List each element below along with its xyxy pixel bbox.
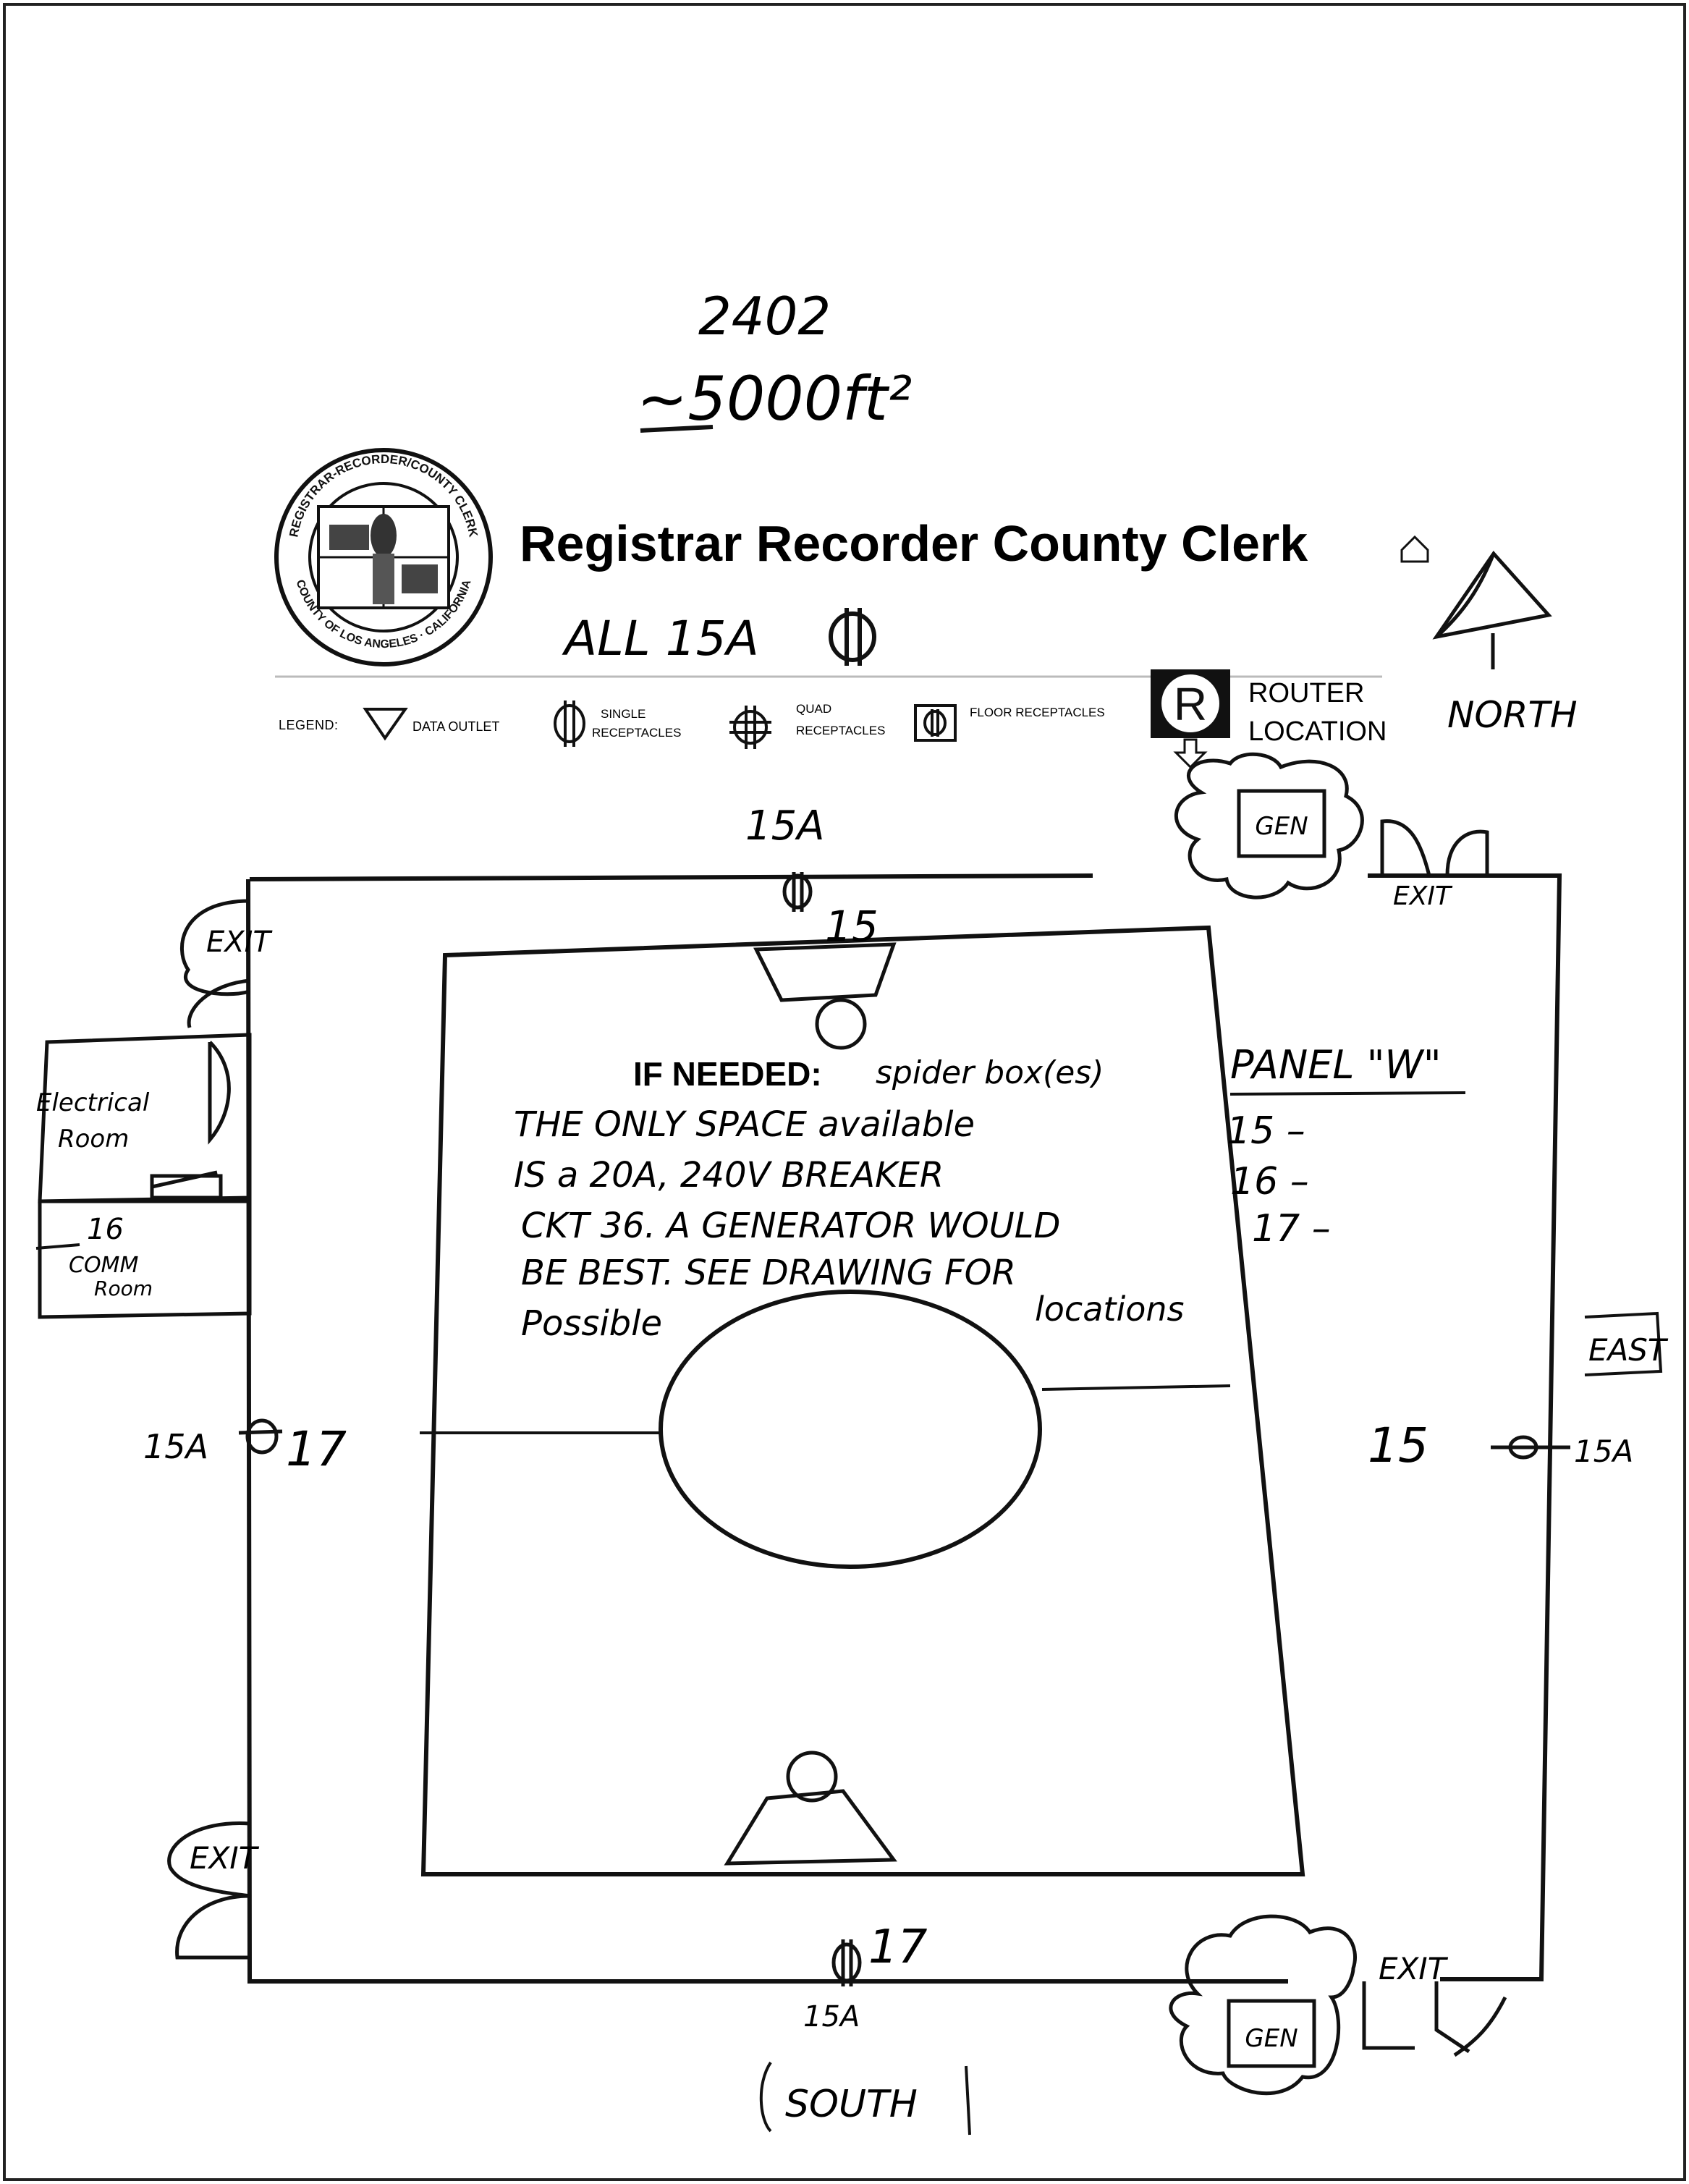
svg-text:RECEPTACLES: RECEPTACLES xyxy=(796,724,885,737)
south-label-box xyxy=(759,2061,971,2136)
note-line-3: CKT 36. A GENERATOR WOULD xyxy=(521,1206,1061,1246)
room-number-note: 2402 xyxy=(698,286,831,347)
page-border xyxy=(3,3,1686,2181)
east-label: EAST xyxy=(1588,1332,1669,1368)
top-receptacle-icon xyxy=(782,872,813,912)
exit-label-top-right: EXIT xyxy=(1393,881,1453,911)
right-amps-label: 15A xyxy=(1574,1434,1633,1469)
generator-top xyxy=(1174,752,1364,900)
page-title: Registrar Recorder County Clerk xyxy=(520,515,1308,572)
comm-room-label-2: Room xyxy=(94,1277,153,1300)
panel-row-17: 17 – xyxy=(1252,1207,1331,1250)
top-fixture xyxy=(753,942,897,1050)
bottom-fixture xyxy=(724,1751,897,1866)
right-circuit-label: 15 xyxy=(1368,1418,1428,1473)
exit-door-top-right xyxy=(1380,819,1489,876)
bottom-circuit-label: 17 xyxy=(868,1921,928,1974)
single-receptacle-icon xyxy=(829,608,876,666)
generator-top-label: GEN xyxy=(1255,812,1308,841)
svg-text:SINGLE: SINGLE xyxy=(601,707,645,721)
note-line-1: THE ONLY SPACE available xyxy=(514,1104,975,1145)
router-location-icon: R xyxy=(1151,669,1230,769)
exit-label-bottom-left: EXIT xyxy=(190,1840,260,1876)
floor-receptacle-legend-icon xyxy=(914,704,957,742)
legend: LEGEND: DATA OUTLET SINGLE RECEPTACLES Q… xyxy=(279,669,1387,769)
svg-text:R: R xyxy=(1174,678,1207,730)
home-icon xyxy=(1400,535,1429,563)
generator-bottom-label: GEN xyxy=(1245,2024,1298,2053)
panel-row-16: 16 – xyxy=(1230,1160,1309,1203)
right-receptacle-icon xyxy=(1491,1435,1570,1460)
comm-room-label-1: COMM xyxy=(69,1253,138,1278)
bottom-receptacle-icon xyxy=(831,1939,862,1986)
north-label: NORTH xyxy=(1447,694,1578,736)
top-amps-label: 15A xyxy=(745,803,825,850)
inner-room-outline xyxy=(420,925,1305,1876)
electrical-room-label-2: Room xyxy=(58,1125,129,1154)
svg-text:FLOOR RECEPTACLES: FLOOR RECEPTACLES xyxy=(970,706,1105,719)
county-seal-logo: REGISTRAR-RECORDER/COUNTY CLERK COUNTY O… xyxy=(274,448,493,666)
exit-label-top-left: EXIT xyxy=(206,926,273,959)
svg-text:QUAD: QUAD xyxy=(796,702,831,716)
exit-door-bottom-right xyxy=(1362,1981,1507,2057)
note-heading: IF NEEDED: xyxy=(633,1055,822,1093)
electrical-room-label-1: Electrical xyxy=(36,1088,150,1117)
east-label-box xyxy=(1584,1311,1663,1376)
electrical-room xyxy=(38,1033,252,1319)
central-oval xyxy=(659,1290,1042,1569)
exit-label-bottom-right: EXIT xyxy=(1379,1951,1449,1986)
area-note: ~5000ft² xyxy=(637,363,912,434)
left-circuit-label: 17 xyxy=(286,1421,347,1477)
left-receptacle-icon xyxy=(238,1418,283,1455)
svg-text:LOCATION: LOCATION xyxy=(1248,716,1387,747)
north-arrow-icon xyxy=(1432,550,1552,669)
amps-note: ALL 15A xyxy=(562,611,759,666)
svg-text:RECEPTACLES: RECEPTACLES xyxy=(592,726,681,740)
generator-bottom xyxy=(1169,1914,1357,2096)
quad-receptacle-legend-icon xyxy=(729,706,771,749)
exit-door-top-left xyxy=(179,899,250,1028)
note-line-2: IS a 20A, 240V BREAKER xyxy=(514,1155,944,1195)
note-line-4: BE BEST. SEE DRAWING FOR xyxy=(521,1253,1016,1293)
south-label: SOUTH xyxy=(785,2083,918,2126)
exit-door-bottom-left xyxy=(167,1821,250,1960)
panel-title: PANEL "W" xyxy=(1230,1042,1442,1088)
panel-row-15: 15 – xyxy=(1227,1109,1305,1153)
note-line-5-left: Possible xyxy=(521,1303,662,1344)
left-amps-label: 15A xyxy=(143,1427,208,1466)
svg-text:LEGEND:: LEGEND: xyxy=(279,718,339,732)
note-line-5-right: locations xyxy=(1035,1290,1184,1329)
svg-text:ROUTER: ROUTER xyxy=(1248,678,1364,708)
single-receptacle-legend-icon xyxy=(554,701,585,747)
data-outlet-icon xyxy=(363,708,408,741)
bottom-amps-label: 15A xyxy=(803,2000,860,2033)
svg-text:DATA OUTLET: DATA OUTLET xyxy=(412,719,499,734)
note-heading-hand: spider box(es) xyxy=(876,1054,1104,1091)
comm-room-number: 16 xyxy=(87,1213,124,1246)
top-circuit-label: 15 xyxy=(825,902,879,951)
